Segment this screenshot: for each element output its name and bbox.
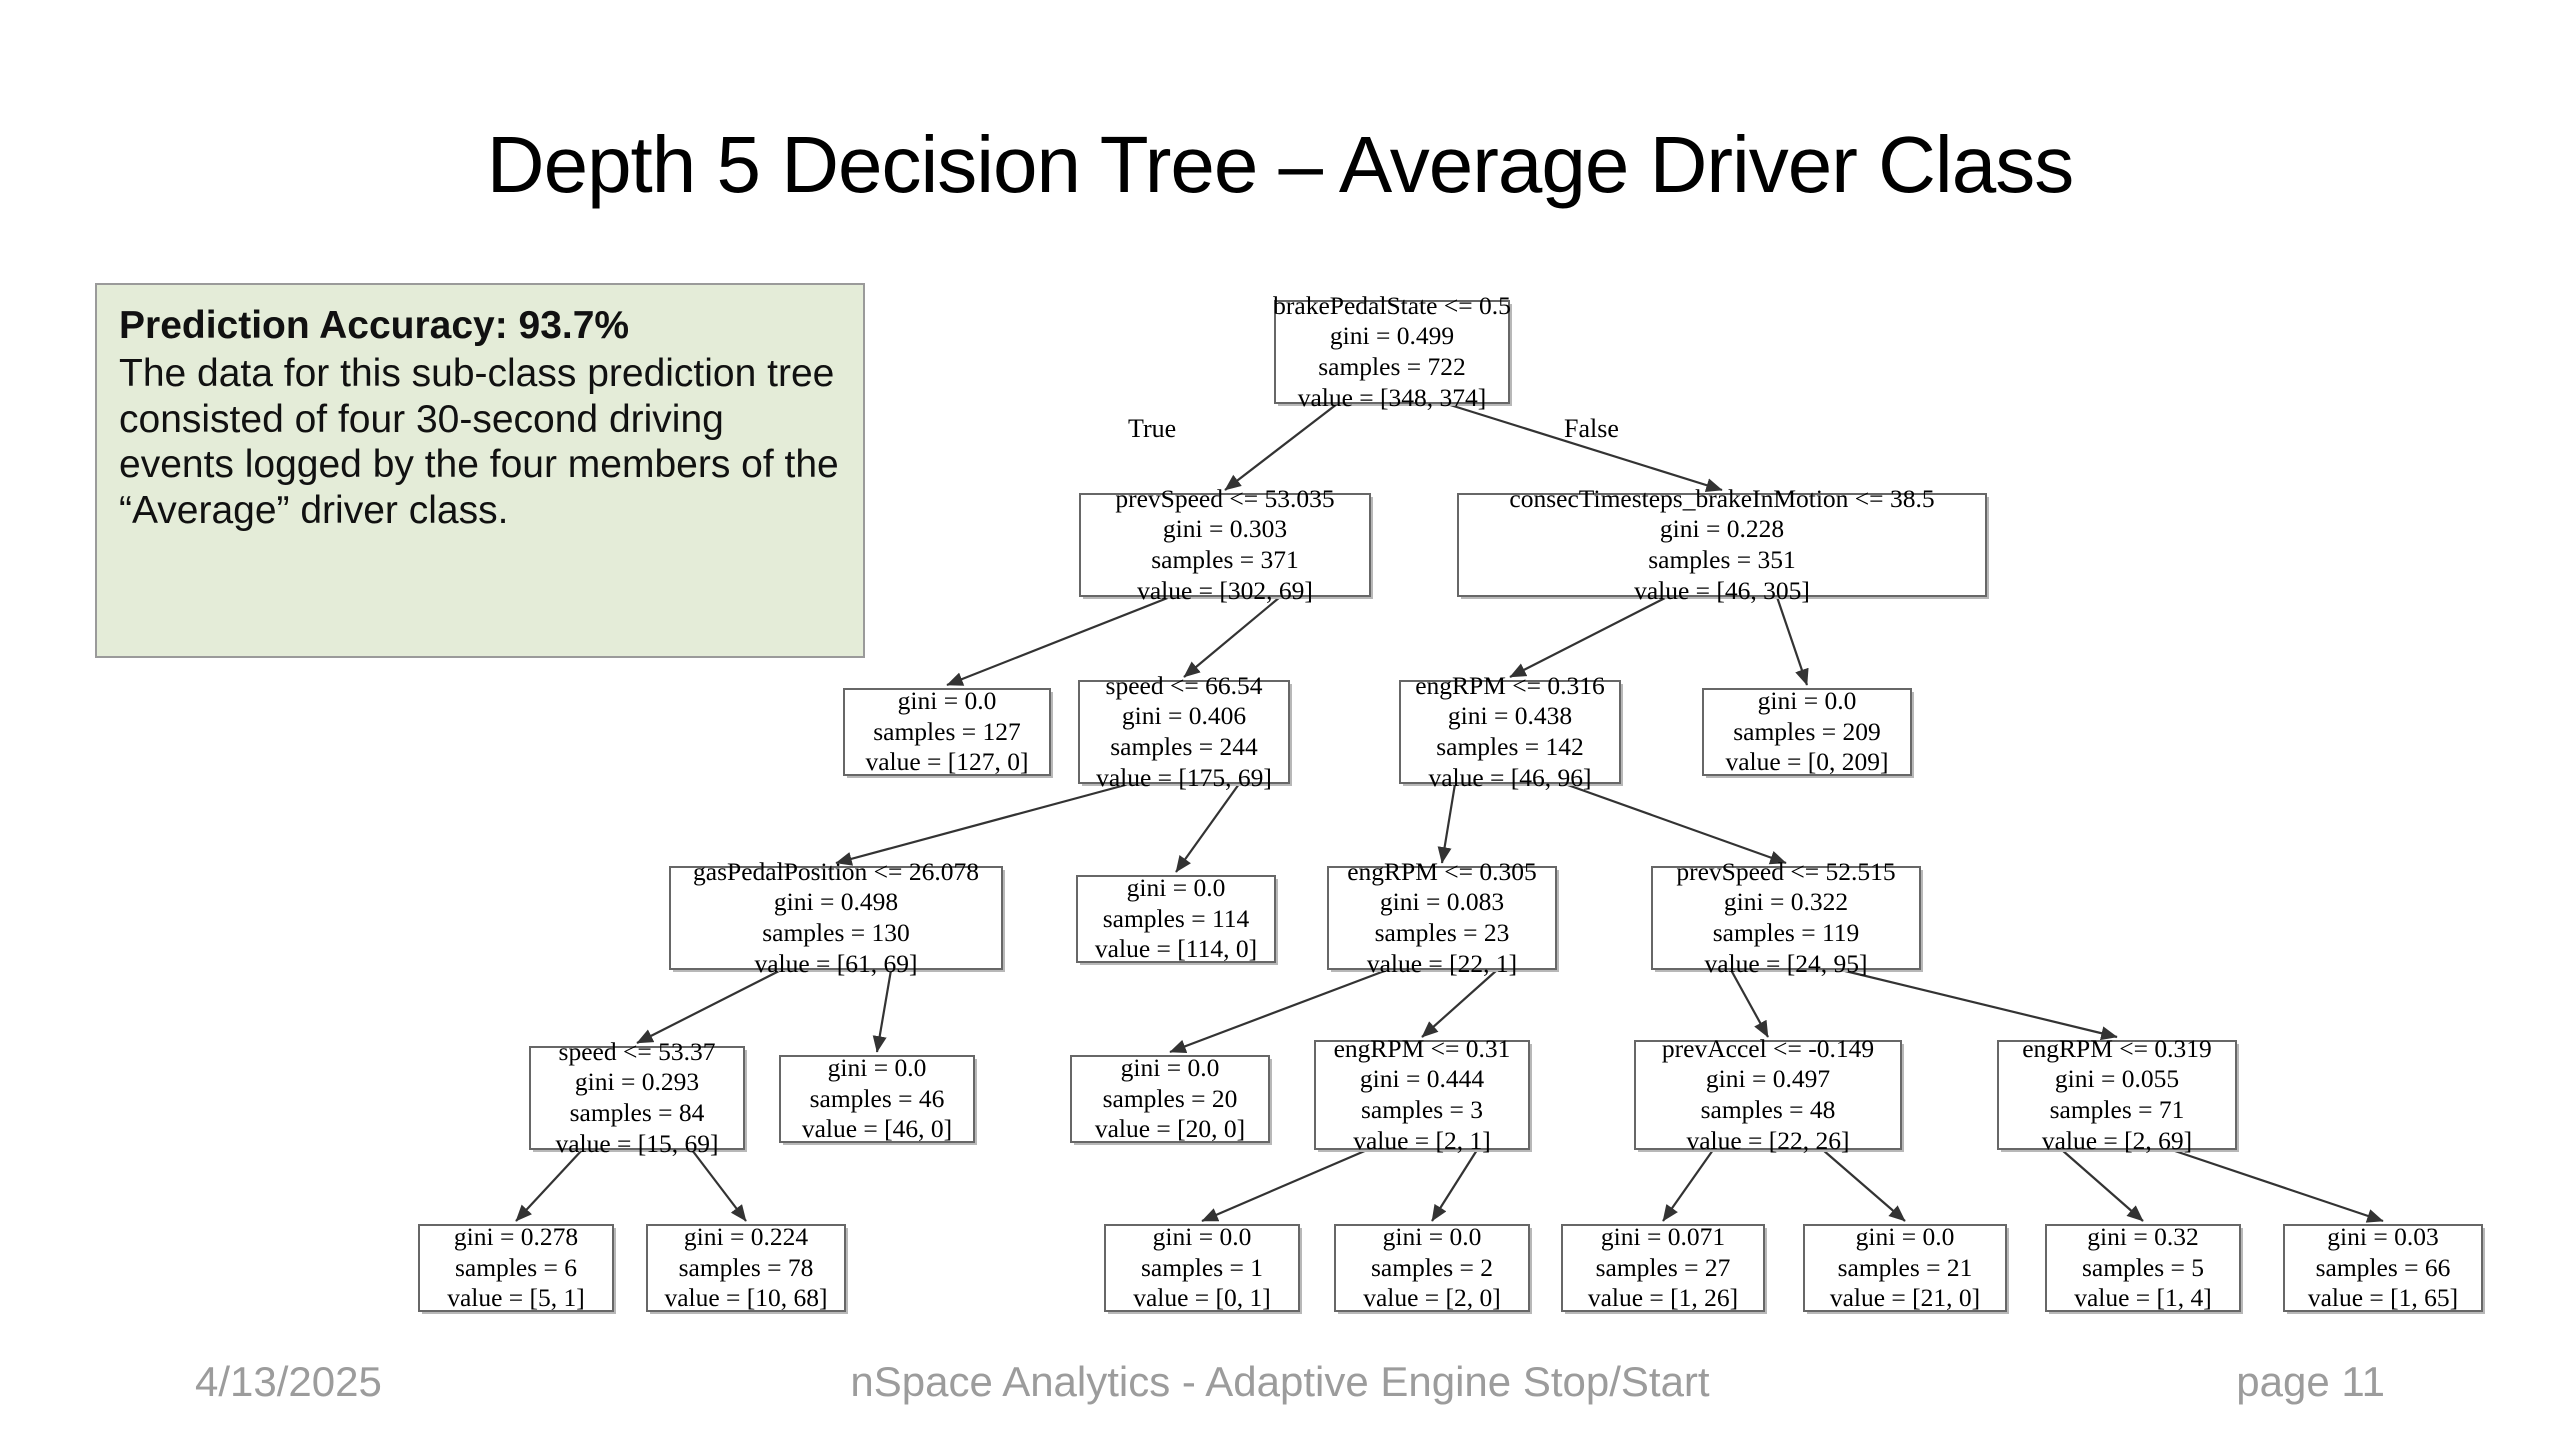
tree-edge	[1224, 403, 1338, 491]
tree-edge	[1431, 1149, 1478, 1222]
prediction-accuracy-description: The data for this sub-class prediction t…	[119, 351, 839, 533]
page-title: Depth 5 Decision Tree – Average Driver C…	[486, 120, 2074, 209]
footer-subtitle: nSpace Analytics - Adaptive Engine Stop/…	[850, 1358, 1710, 1405]
footer-date: 4/13/2025	[195, 1358, 382, 1405]
edge-label-true: True	[1128, 414, 1177, 443]
tree-edge	[1662, 1149, 1714, 1222]
tree-edge	[1822, 1149, 1906, 1222]
tree-edge	[1446, 402, 1723, 492]
tree-edge	[1775, 596, 1809, 686]
tree-edge	[946, 595, 1171, 687]
tree-edge	[1169, 968, 1388, 1054]
tree-edge	[835, 782, 1130, 866]
edge-label-false: False	[1564, 414, 1619, 443]
tree-edge	[872, 969, 893, 1053]
tree-edge	[1175, 783, 1240, 873]
tree-edge	[1183, 596, 1281, 678]
tree-edge	[636, 969, 782, 1044]
tree-edge	[1840, 968, 2118, 1041]
tree-edge	[1730, 969, 1769, 1038]
footer-page-number: page 11	[2236, 1358, 2385, 1405]
tree-edge	[2061, 1149, 2144, 1222]
prediction-accuracy-callout: Prediction Accuracy: 93.7% The data for …	[95, 283, 865, 658]
tree-edge	[691, 1149, 747, 1222]
tree-edge	[1201, 1148, 1368, 1223]
tree-edge	[1421, 969, 1498, 1038]
tree-edge	[515, 1149, 583, 1222]
tree-edge	[1509, 596, 1668, 678]
tree-edge	[2171, 1148, 2384, 1223]
tree-edge	[1564, 782, 1787, 865]
prediction-accuracy-label: Prediction Accuracy: 93.7%	[119, 304, 630, 347]
tree-edge	[1437, 783, 1457, 864]
